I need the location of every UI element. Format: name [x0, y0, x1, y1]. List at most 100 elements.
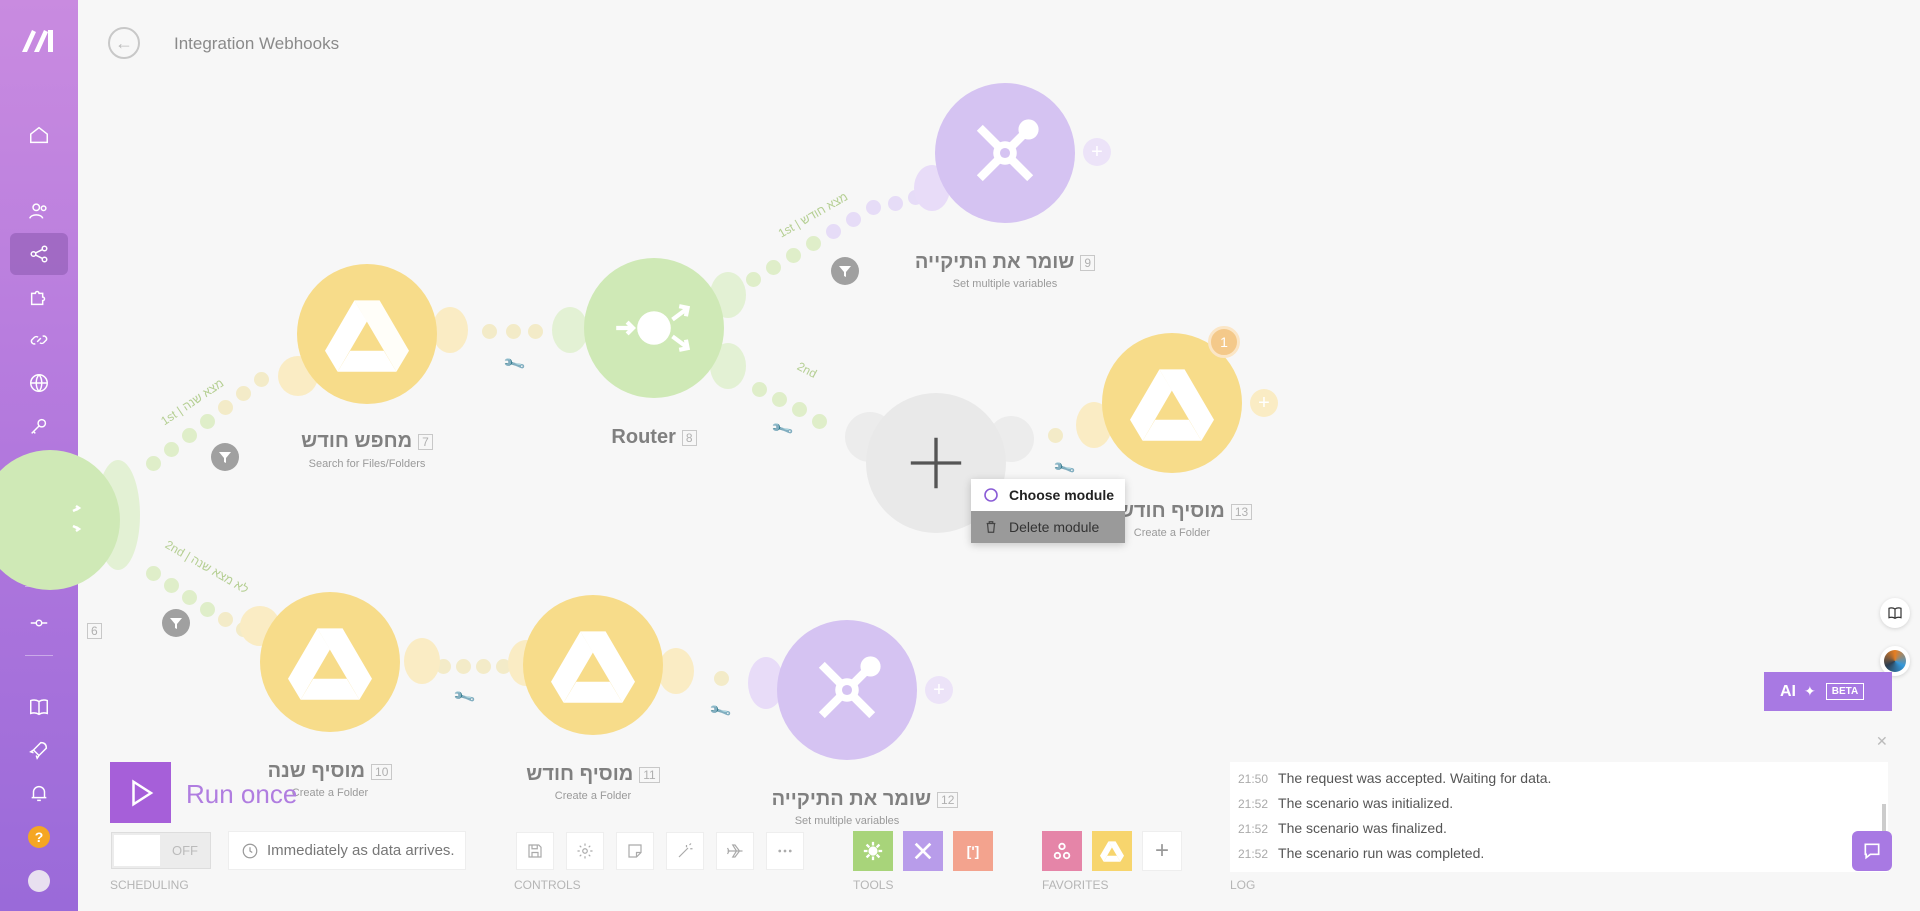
filter-icon[interactable] — [831, 257, 859, 285]
filter-icon[interactable] — [162, 609, 190, 637]
tool-text-parser-icon[interactable]: ['] — [953, 831, 993, 871]
module-create-folder-11[interactable] — [523, 595, 663, 735]
more-icon[interactable] — [766, 832, 804, 870]
notes-icon[interactable] — [616, 832, 654, 870]
webhook-module[interactable] — [0, 450, 120, 590]
add-icon — [910, 437, 962, 489]
delete-module-item[interactable]: Delete module — [971, 511, 1125, 543]
clock-icon — [242, 843, 258, 858]
chat-support-icon[interactable] — [1852, 831, 1892, 871]
section-label: LOG — [1230, 878, 1256, 892]
scenario-title[interactable]: Integration Webhooks — [174, 34, 340, 53]
operations-badge[interactable]: 1 — [1208, 326, 1240, 358]
sidebar-puzzle-icon[interactable] — [10, 276, 68, 318]
module-sub-13: Create a Folder — [1133, 527, 1211, 539]
sidebar-help-icon[interactable]: ? — [28, 826, 50, 848]
circle-icon — [983, 487, 999, 503]
add-module-12-button[interactable]: + — [925, 676, 953, 704]
user-avatar-icon[interactable] — [1880, 646, 1910, 676]
sidebar-key-icon[interactable] — [10, 405, 68, 447]
module-sub-11: Create a Folder — [554, 790, 632, 802]
route-label[interactable]: 1st | מצא שנה — [158, 375, 227, 429]
magic-wand-icon[interactable] — [666, 832, 704, 870]
wrench-icon[interactable]: 🔧 — [452, 685, 477, 710]
tool-tools-icon[interactable] — [903, 831, 943, 871]
module-router[interactable] — [584, 258, 724, 398]
back-button[interactable]: ← — [108, 27, 140, 59]
webhooks-icon[interactable] — [1042, 831, 1082, 871]
tool-flow-control-icon[interactable] — [853, 831, 893, 871]
settings-gear-icon[interactable] — [566, 832, 604, 870]
module-search-files[interactable] — [297, 264, 437, 404]
sidebar-scenarios-icon[interactable] — [10, 233, 68, 275]
module-set-variables-9[interactable] — [935, 83, 1075, 223]
google-drive-icon — [551, 631, 635, 703]
add-module-9-button[interactable]: + — [1083, 138, 1111, 166]
avatar-icon[interactable] — [28, 870, 50, 892]
wrench-icon[interactable]: 🔧 — [770, 417, 795, 442]
sidebar-bell-icon[interactable] — [10, 772, 68, 814]
section-label: CONTROLS — [514, 878, 581, 892]
sidebar-globe-icon[interactable] — [10, 362, 68, 404]
sidebar-link-icon[interactable] — [10, 319, 68, 361]
sidebar-rocket-icon[interactable] — [10, 729, 68, 771]
module-create-folder-10[interactable] — [260, 592, 400, 732]
wrench-icon[interactable]: 🔧 — [502, 352, 527, 377]
schedule-setting[interactable]: Immediately as data arrives. — [228, 831, 466, 870]
wrench-icon[interactable]: 🔧 — [1052, 456, 1077, 481]
section-label: TOOLS — [853, 878, 894, 892]
run-once-label[interactable]: Run once — [186, 779, 298, 809]
module-set-variables-12[interactable] — [777, 620, 917, 760]
module-sub-12: Set multiple variables — [794, 815, 900, 827]
add-favorite-icon[interactable]: + — [1142, 831, 1182, 871]
google-drive-icon — [1130, 369, 1214, 441]
section-label: FAVORITES — [1042, 878, 1109, 892]
sidebar-book-icon[interactable] — [10, 686, 68, 728]
sidebar-home-icon[interactable] — [10, 114, 68, 156]
choose-module-item[interactable]: Choose module — [971, 479, 1125, 511]
wrench-icon[interactable]: 🔧 — [708, 699, 733, 724]
sidebar-separator — [25, 655, 53, 656]
filter-icon[interactable] — [211, 443, 239, 471]
module-sub-10: Create a Folder — [291, 787, 369, 799]
google-drive-icon — [288, 628, 372, 700]
make-logo[interactable] — [20, 26, 58, 54]
module-number: 6 — [87, 623, 102, 639]
section-label: SCHEDULING — [110, 878, 189, 892]
google-drive-icon[interactable] — [1092, 831, 1132, 871]
trash-icon — [983, 519, 999, 535]
route-label[interactable]: 2nd — [794, 359, 820, 381]
tools-icon — [976, 119, 1039, 182]
tools-icon — [818, 656, 881, 719]
sidebar-team-icon[interactable] — [10, 190, 68, 232]
log-scrollbar[interactable] — [1882, 804, 1886, 854]
module-sub-9: Set multiple variables — [952, 278, 1058, 290]
docs-book-icon[interactable] — [1880, 598, 1910, 628]
close-log-icon[interactable]: ✕ — [1876, 733, 1888, 749]
module-context-menu: Choose module Delete module — [971, 479, 1125, 543]
google-drive-icon — [325, 300, 409, 372]
run-once-button[interactable] — [110, 762, 171, 823]
scheduling-toggle[interactable]: OFF — [111, 832, 211, 869]
add-module-13-button[interactable]: + — [1250, 389, 1278, 417]
play-icon — [131, 778, 153, 807]
sidebar-commit-icon[interactable] — [10, 602, 68, 644]
ai-assistant-button[interactable]: AI ✦ BETA — [1764, 672, 1892, 711]
router-icon — [616, 304, 691, 352]
module-sub-7: Search for Files/Folders — [308, 458, 426, 470]
airplane-icon[interactable] — [716, 832, 754, 870]
sparkle-icon: ✦ — [1804, 683, 1816, 699]
save-icon[interactable] — [516, 832, 554, 870]
